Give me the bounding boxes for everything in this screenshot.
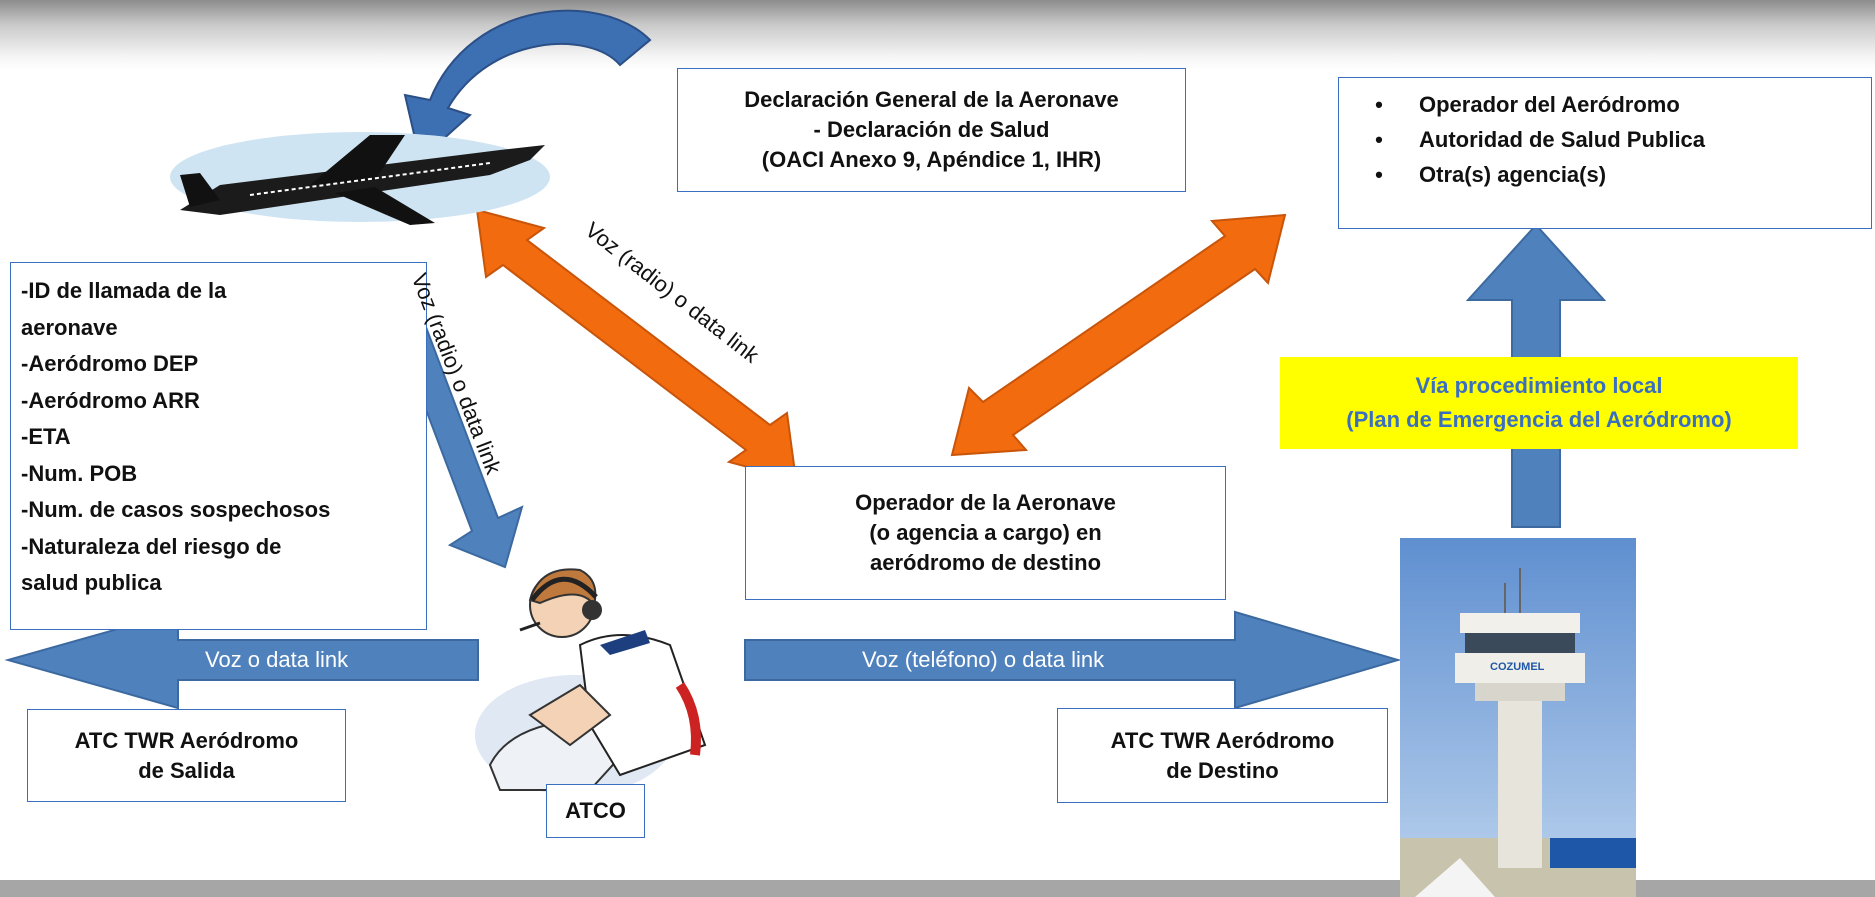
curved-return-arrow: [403, 9, 652, 162]
declaration-line2: - Declaración de Salud: [813, 117, 1050, 142]
flight-info-line: salud publica: [21, 570, 162, 595]
right-arrow-label: Voz (teléfono) o data link: [862, 647, 1105, 672]
atco-label-box: ATCO: [546, 784, 645, 838]
declaration-line1: Declaración General de la Aeronave: [744, 87, 1119, 112]
atco-label: ATCO: [565, 798, 626, 823]
airplane-illustration: [170, 132, 550, 225]
flight-info-line: -Num. de casos sospechosos: [21, 497, 331, 522]
operator-line3: aeródromo de destino: [869, 550, 1102, 575]
declaration-box: Declaración General de la Aeronave - Dec…: [677, 68, 1186, 192]
right-arrow: [744, 610, 1402, 710]
destination-tower-line1: ATC TWR Aeródromo: [1110, 727, 1335, 753]
flight-info-line: -Aeródromo DEP: [21, 351, 199, 376]
agency-item: •Autoridad de Salud Publica: [1375, 127, 1706, 152]
departure-tower-box: ATC TWR Aeródromo de Salida: [27, 709, 346, 802]
top-banner: [0, 0, 1875, 70]
departure-tower-line1: ATC TWR Aeródromo: [74, 727, 299, 753]
atco-illustration: [475, 568, 707, 795]
destination-tower-box: ATC TWR Aeródromo de Destino: [1057, 708, 1388, 803]
orange-arrow-operator-agencies: [950, 213, 1287, 457]
flight-info-line: -ID de llamada de la: [21, 278, 227, 303]
flight-info-box: -ID de llamada de la aeronave -Aeródromo…: [10, 262, 427, 630]
flight-info-line: -Num. POB: [21, 460, 138, 486]
operator-line1: Operador de la Aeronave: [855, 490, 1116, 515]
control-tower-photo: COZUMEL: [1400, 538, 1636, 897]
flight-info-line: aeronave: [21, 314, 118, 340]
flight-info-line: -ETA: [21, 424, 71, 449]
operator-line2: (o agencia a cargo) en: [869, 520, 1102, 545]
destination-tower-line2: de Destino: [1166, 757, 1279, 783]
aircraft-operator-box: Operador de la Aeronave (o agencia a car…: [745, 466, 1226, 600]
left-arrow: [4, 610, 479, 710]
local-procedure-line2: (Plan de Emergencia del Aeródromo): [1346, 407, 1732, 432]
left-arrow-label: Voz o data link: [205, 647, 349, 672]
tower-sign-text: COZUMEL: [1490, 661, 1545, 673]
flight-info-line: -Aeródromo ARR: [21, 387, 200, 413]
flight-info-line: -Naturaleza del riesgo de: [21, 533, 282, 559]
declaration-line3: (OACI Anexo 9, Apéndice 1, IHR): [761, 147, 1102, 172]
departure-tower-line2: de Salida: [138, 757, 235, 783]
local-procedure-box: Vía procedimiento local (Plan de Emergen…: [1280, 357, 1798, 449]
agency-item: •Operador del Aeródromo: [1375, 92, 1680, 117]
local-procedure-line1: Vía procedimiento local: [1415, 373, 1663, 398]
agency-item: •Otra(s) agencia(s): [1375, 162, 1607, 187]
agencies-box: •Operador del Aeródromo •Autoridad de Sa…: [1338, 77, 1872, 229]
